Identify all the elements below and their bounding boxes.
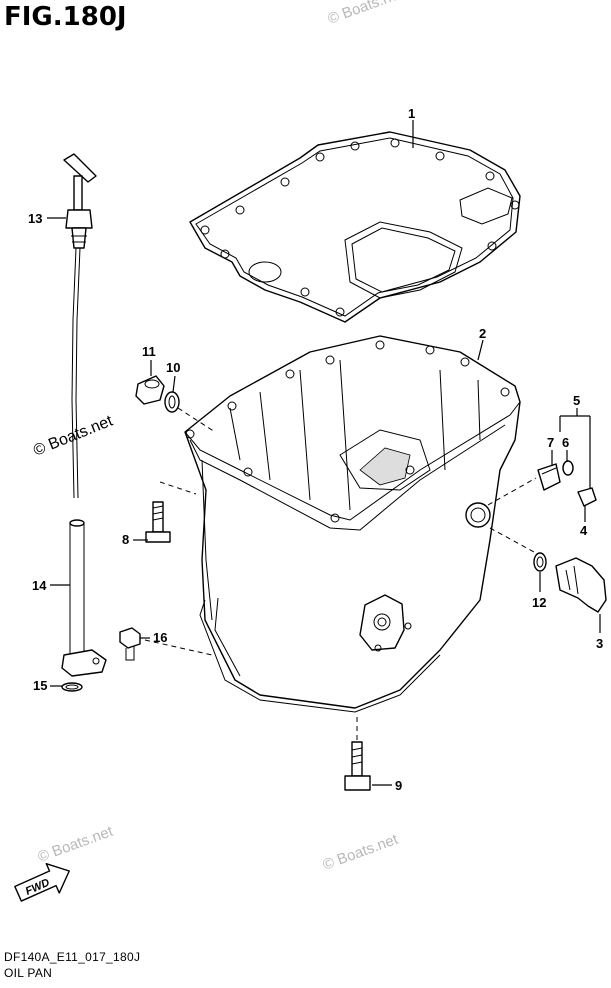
callout-15: 15: [33, 678, 47, 693]
figure-name: OIL PAN: [4, 966, 53, 980]
watermark-top: © Boats.net: [326, 0, 406, 28]
watermark-bottom-right: © Boats.net: [321, 831, 401, 874]
callout-16: 16: [153, 630, 167, 645]
callout-11: 11: [142, 344, 156, 359]
gasket-part-6: [562, 460, 574, 476]
guide-pipe-part-14: [61, 519, 107, 677]
callout-10: 10: [166, 360, 180, 375]
plug-part-11: [135, 375, 165, 405]
figure-code: DF140A_E11_017_180J: [4, 950, 141, 964]
callout-labels: 1 2 3 4 5 6 7 8 9 10 11 12 13 14 15 16: [28, 106, 603, 793]
callout-2: 2: [479, 326, 486, 341]
callout-4: 4: [580, 523, 588, 538]
bolt-part-8: [145, 501, 171, 543]
drain-plug-part-3: [555, 557, 607, 613]
fwd-label: FWD: [24, 877, 52, 898]
oil-pan-part-2: [184, 335, 521, 713]
callout-6: 6: [562, 435, 569, 450]
gasket-part-1: [189, 131, 521, 323]
gasket-part-10: [164, 391, 180, 413]
guide-lines: [144, 407, 537, 656]
callout-1: 1: [408, 106, 415, 121]
figure-title: FIG.180J: [4, 2, 127, 32]
dipstick-part-13: [63, 153, 97, 499]
bolt-part-9: [344, 714, 371, 791]
bolt-part-16: [119, 627, 141, 661]
callout-8: 8: [122, 532, 129, 547]
callout-13: 13: [28, 211, 42, 226]
callout-9: 9: [395, 778, 402, 793]
callout-14: 14: [32, 578, 47, 593]
callout-12: 12: [532, 595, 546, 610]
gasket-part-12: [533, 552, 547, 572]
callout-5: 5: [573, 393, 580, 408]
watermark-bottom-left: © Boats.net: [36, 823, 116, 866]
callout-7: 7: [547, 435, 554, 450]
o-ring-part-15: [61, 682, 83, 692]
plug-part-4: [577, 487, 597, 507]
leader-lines: [47, 120, 601, 786]
callout-3: 3: [596, 636, 603, 651]
union-part-7: [537, 463, 561, 491]
